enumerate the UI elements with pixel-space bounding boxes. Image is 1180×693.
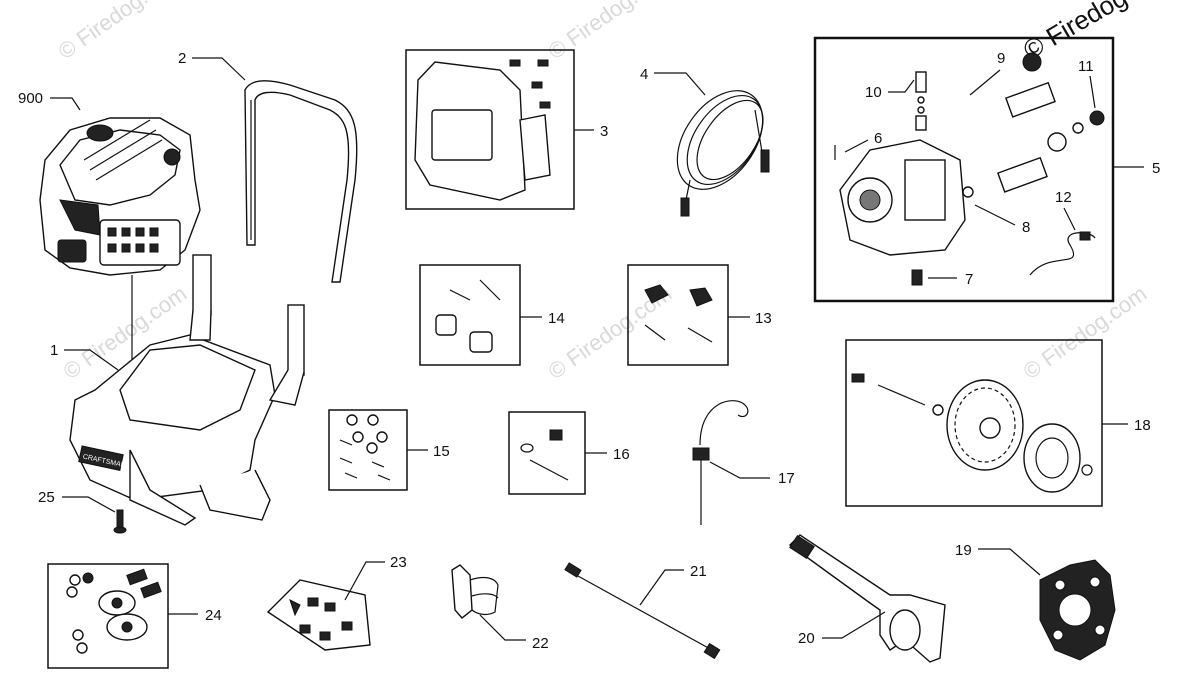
leader-12 <box>1063 207 1076 231</box>
leader-17 <box>709 461 770 479</box>
pump-part[interactable] <box>839 139 966 286</box>
callout-24: 24 <box>205 607 222 624</box>
callout-22: 22 <box>532 635 549 652</box>
callout-1: 1 <box>50 342 58 359</box>
wheel-kit-part[interactable] <box>851 373 1093 493</box>
callout-19: 19 <box>955 542 972 559</box>
kit-13-part[interactable] <box>644 284 713 343</box>
frame-part[interactable]: CRAFTSMAN <box>69 254 305 526</box>
callout-23: 23 <box>390 554 407 571</box>
kit-14-part[interactable] <box>435 279 501 353</box>
pump-assembly-box <box>813 36 1115 303</box>
callout-10: 10 <box>865 84 882 101</box>
callout-8: 8 <box>1022 219 1030 236</box>
wheel-kit-box <box>845 339 1103 507</box>
kit-14-box <box>419 264 521 366</box>
reel-bracket-part[interactable] <box>1039 559 1116 661</box>
callout-6: 6 <box>874 130 882 147</box>
holder-part[interactable] <box>451 564 499 619</box>
callout-15: 15 <box>433 443 450 460</box>
kit-13-box <box>627 264 729 366</box>
callout-16: 16 <box>613 446 630 463</box>
leader-8 <box>974 204 1016 226</box>
wand-part[interactable] <box>564 562 721 660</box>
watermark-1: © Firedog.com <box>54 0 187 64</box>
leader-19 <box>978 548 1041 576</box>
control-panel-part[interactable] <box>414 59 551 201</box>
leader-10 <box>888 79 915 93</box>
handle-part[interactable] <box>244 80 358 283</box>
leader-6 <box>844 139 869 153</box>
callout-4: 4 <box>640 66 648 83</box>
callout-2: 2 <box>178 50 186 67</box>
screw-part[interactable] <box>113 509 127 534</box>
leader-2 <box>192 57 246 81</box>
leader-25 <box>62 496 116 513</box>
leader-23 <box>344 561 385 601</box>
engine-part[interactable] <box>39 117 201 276</box>
kit-15-part[interactable] <box>339 414 391 481</box>
leader-9 <box>969 69 1001 96</box>
leader-22 <box>479 614 526 641</box>
kit-24-box <box>47 563 169 669</box>
callout-21: 21 <box>690 563 707 580</box>
callout-3: 3 <box>600 123 608 140</box>
kit-16-part[interactable] <box>520 429 569 481</box>
callout-18: 18 <box>1134 417 1151 434</box>
callout-9: 9 <box>997 50 1005 67</box>
callout-20: 20 <box>798 630 815 647</box>
leader-11 <box>1089 75 1096 109</box>
pump-fittings[interactable] <box>834 52 1105 276</box>
kit-16-box <box>508 411 586 495</box>
watermark-5: © Firedog.com <box>1019 281 1152 384</box>
callout-25: 25 <box>38 489 55 506</box>
leader-1 <box>64 349 119 371</box>
callout-5: 5 <box>1152 160 1160 177</box>
nozzle-pack-part[interactable] <box>266 579 371 651</box>
callout-13: 13 <box>755 310 772 327</box>
leader-20 <box>822 611 886 639</box>
callout-7: 7 <box>965 271 973 288</box>
dipstick-part[interactable] <box>692 400 749 525</box>
leader-4 <box>654 72 706 96</box>
callout-17: 17 <box>778 470 795 487</box>
callout-900: 900 <box>18 90 43 107</box>
spray-gun-part[interactable] <box>788 534 946 663</box>
callout-11: 11 <box>1078 58 1094 75</box>
hose-part[interactable] <box>660 75 780 217</box>
kit-24-part[interactable] <box>66 568 162 654</box>
leader-21 <box>639 569 684 606</box>
callout-14: 14 <box>548 310 565 327</box>
watermark-2: © Firedog.com <box>544 0 677 64</box>
callout-12: 12 <box>1055 189 1072 206</box>
leader-900 <box>50 97 81 111</box>
